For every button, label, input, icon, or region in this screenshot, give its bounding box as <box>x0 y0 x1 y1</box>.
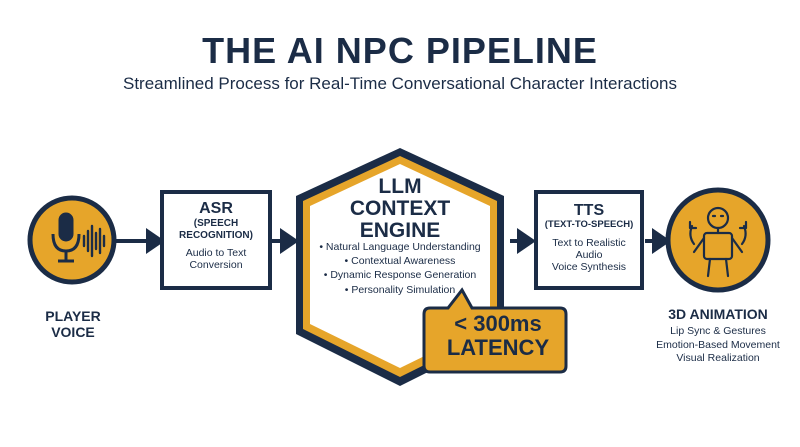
tts-label: TTS (TEXT-TO-SPEECH) Text to Realistic A… <box>536 202 642 274</box>
microphone-icon <box>51 212 81 263</box>
latency-label: < 300ms LATENCY <box>446 311 550 360</box>
animation-description: Lip Sync & Gestures Emotion-Based Moveme… <box>656 325 780 365</box>
tts-title: TTS <box>573 202 605 219</box>
llm-bullet-list: • Natural Language Understanding • Conte… <box>310 240 490 297</box>
asr-box <box>160 190 272 290</box>
robot-figure-icon <box>688 206 748 278</box>
asr-subtitle: (SPEECH RECOGNITION) <box>179 218 253 241</box>
soundwave-icon <box>82 224 106 258</box>
tts-box <box>534 190 644 290</box>
llm-title: LLM CONTEXT ENGINE <box>349 175 451 242</box>
asr-label: ASR (SPEECH RECOGNITION) Audio to Text C… <box>162 200 270 272</box>
asr-description: Audio to Text Conversion <box>185 247 247 272</box>
animation-label: 3D ANIMATION Lip Sync & Gestures Emotion… <box>640 306 796 366</box>
asr-title: ASR <box>199 200 233 217</box>
player-voice-node <box>27 195 117 285</box>
llm-bullet: • Natural Language Understanding <box>319 241 481 253</box>
llm-bullet: • Personality Simulation <box>344 283 456 296</box>
diagram-subtitle: Streamlined Process for Real-Time Conver… <box>123 74 677 93</box>
animation-node <box>665 187 771 293</box>
diagram-title: THE AI NPC PIPELINE <box>202 30 598 71</box>
llm-bullet: • Contextual Awareness <box>344 255 456 268</box>
latency-callout <box>422 287 568 374</box>
tts-subtitle: (TEXT-TO-SPEECH) <box>544 219 634 231</box>
animation-title: 3D ANIMATION <box>668 306 768 322</box>
player-voice-label: PLAYER VOICE <box>45 308 101 341</box>
tts-description: Text to Realistic Audio Voice Synthesis <box>551 237 627 274</box>
llm-bullet: • Dynamic Response Generation <box>323 269 477 282</box>
arrow-icon <box>146 228 671 254</box>
